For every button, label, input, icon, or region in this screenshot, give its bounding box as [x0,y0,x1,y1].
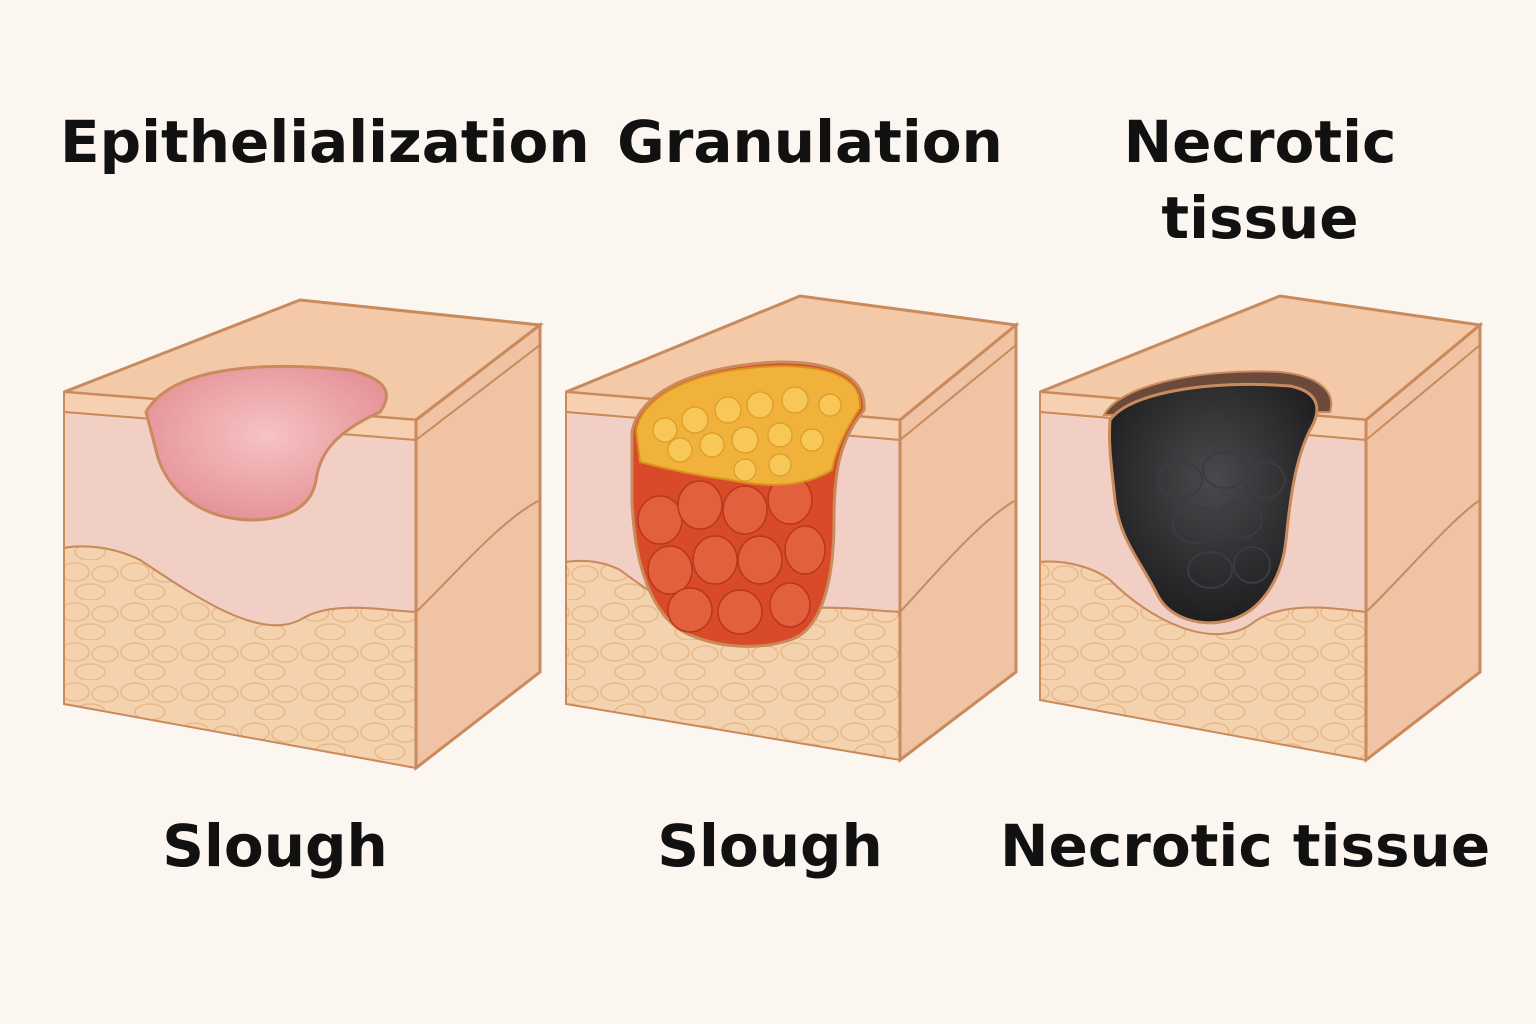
panel-1-top-label: Epithelialization [60,108,590,176]
panel-3-top-label: Necrotic tissue [1123,108,1397,252]
subcutaneous-layer [1039,560,1367,762]
panel-2-bottom-label: Slough [657,812,883,880]
tissue-block-epithelialization [63,298,544,772]
panel-2-top-label: Granulation [617,108,1003,176]
wound-epithelialization [144,364,388,522]
block-side-face [898,321,1018,764]
block-side-face [414,321,542,772]
panel-1-bottom-label: Slough [162,812,388,880]
panel-3-bottom-label: Necrotic tissue [1000,812,1491,880]
wound-necrotic [1107,383,1319,625]
subcutaneous-layer [63,545,417,770]
tissue-block-granulation [565,294,1020,764]
tissue-block-necrotic [1039,294,1484,764]
block-side-face [1364,321,1482,764]
